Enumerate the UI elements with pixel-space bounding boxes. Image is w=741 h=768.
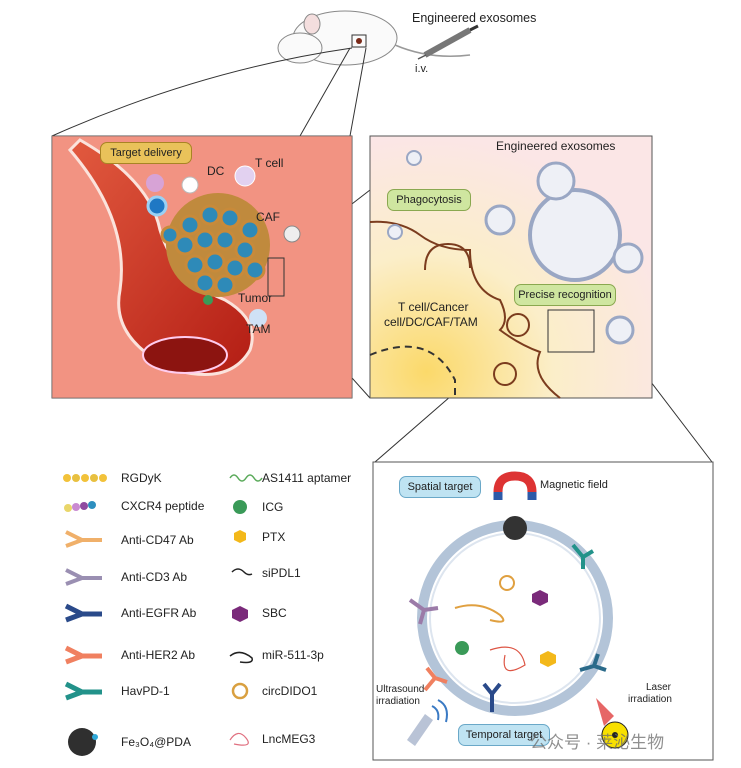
legend-rgdyk: RGDyK xyxy=(121,471,162,485)
top-title: Engineered exosomes xyxy=(412,11,537,25)
legend-havpd1: HavPD-1 xyxy=(121,684,170,698)
left-panel xyxy=(51,135,353,399)
laser-icon xyxy=(596,698,629,749)
zoom-box-recognition xyxy=(547,309,595,353)
zoom-box-tumor xyxy=(267,257,285,297)
legend-anti-cd3: Anti-CD3 Ab xyxy=(121,570,188,584)
caf-icon xyxy=(283,225,301,243)
legend-sipdl1: siPDL1 xyxy=(262,566,301,580)
magnet-icon xyxy=(493,471,537,500)
caf-label: CAF xyxy=(256,210,280,224)
tcell-label: T cell xyxy=(255,156,284,170)
watermark: 公众号 · 莱泌生物 xyxy=(530,733,665,752)
legend-anti-her2: Anti-HER2 Ab xyxy=(121,648,196,662)
laser-label-2: irradiation xyxy=(628,694,672,705)
bottom-panel xyxy=(372,461,714,761)
legend-anti-egfr: Anti-EGFR Ab xyxy=(121,606,197,620)
legend-mir511: miR-511-3p xyxy=(262,648,324,662)
legend-lncmeg3: LncMEG3 xyxy=(262,732,316,746)
legend-sbc: SBC xyxy=(262,606,287,620)
mouse-icon xyxy=(277,10,471,66)
right-panel-title: Engineered exosomes xyxy=(496,139,616,153)
spatial-target-badge: Spatial target xyxy=(399,476,481,498)
legend-fe3o4: Fe₃O₄@PDA xyxy=(121,735,191,749)
legend-icons xyxy=(63,474,263,756)
tumor-cluster xyxy=(160,193,270,297)
dc-label: DC xyxy=(207,164,225,178)
tam-label: TAM xyxy=(246,322,271,336)
ultrasound-label-2: irradiation xyxy=(376,696,420,707)
ultrasound-label-1: Ultrasound xyxy=(376,684,425,695)
legend-ptx: PTX xyxy=(262,530,286,544)
tumor-label: Tumor xyxy=(238,291,273,305)
phagocytosis-badge: Phagocytosis xyxy=(387,189,471,211)
syringe-icon xyxy=(417,24,479,60)
legend-circdido1: circDIDO1 xyxy=(262,684,318,698)
exosome-icon xyxy=(528,188,622,282)
right-panel xyxy=(369,135,653,399)
target-delivery-badge: Target delivery xyxy=(100,142,192,164)
dc-icon xyxy=(181,176,199,194)
ultrasound-icon xyxy=(407,699,448,746)
legend-cxcr4: CXCR4 peptide xyxy=(121,499,205,513)
legend-icg: ICG xyxy=(262,500,284,514)
cell-label-line2: cell/DC/CAF/TAM xyxy=(384,315,478,329)
magnetic-field-label: Magnetic field xyxy=(540,479,608,491)
laser-label-1: Laser xyxy=(646,682,672,693)
tcell-icon xyxy=(146,174,164,192)
route-label: i.v. xyxy=(415,63,429,75)
cell-label-line1: T cell/Cancer xyxy=(398,300,469,314)
temporal-target-badge: Temporal target xyxy=(458,724,550,746)
legend-anti-cd47: Anti-CD47 Ab xyxy=(121,533,194,547)
precise-recognition-badge: Precise recognition xyxy=(514,284,616,306)
legend-as1411: AS1411 aptamer xyxy=(262,471,352,485)
